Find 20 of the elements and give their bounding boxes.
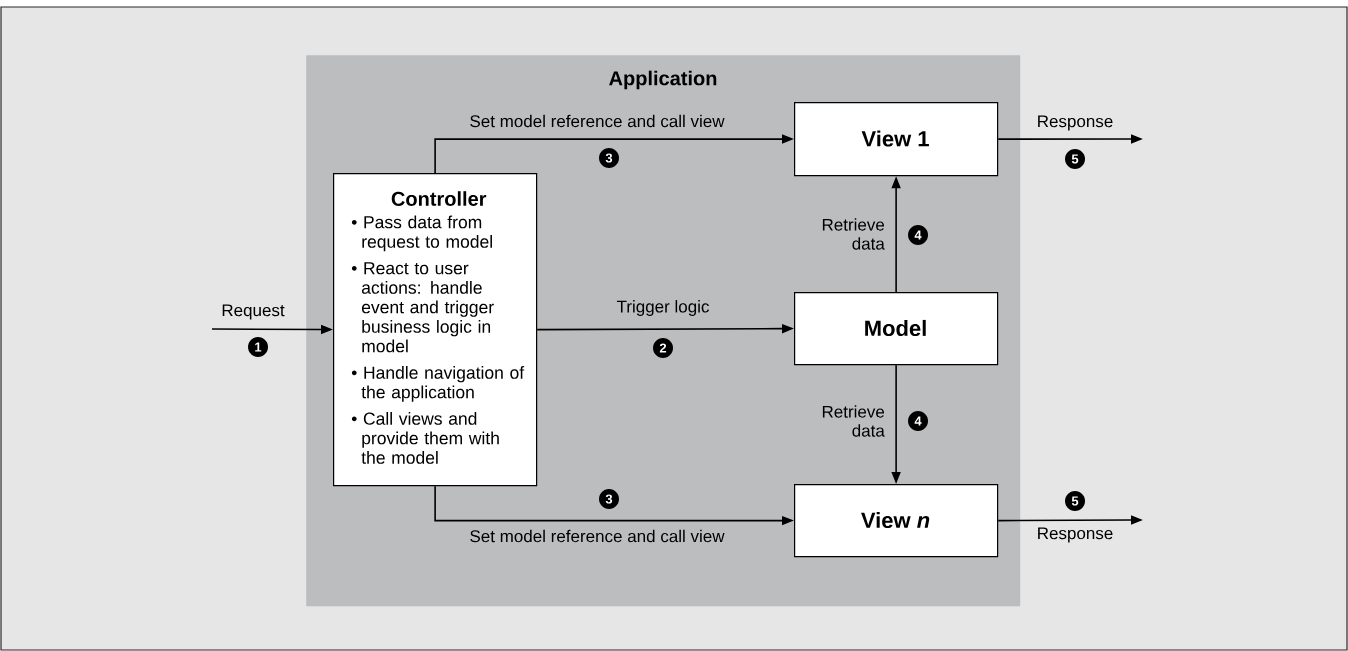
edge-label: Response	[1038, 527, 1113, 543]
callout-number: 2	[653, 338, 673, 358]
controller-box: Controller • Pass data from request to model • React to user actions: handle event and trigger business logic in model • Handle navigation of the application • Call views and provide them with the model	[333, 173, 538, 487]
edge-label: Response	[1038, 115, 1113, 131]
process-box: View 1	[794, 102, 999, 177]
process-box: View n	[794, 484, 999, 558]
callout-number: 4	[908, 411, 928, 431]
callout-number: 4	[908, 225, 928, 245]
edge-label: Retrieve data	[822, 405, 885, 437]
callout-number: 3	[599, 148, 619, 168]
edge-label: Request	[222, 304, 285, 320]
callout-number: 5	[1065, 491, 1085, 511]
edge-label: Set model reference and call view	[470, 529, 725, 543]
edge-label: Trigger logic	[616, 300, 709, 316]
edge-label: Retrieve data	[822, 218, 885, 250]
callout-number: 3	[599, 489, 619, 509]
callout-number: 5	[1065, 149, 1085, 169]
edge-label: Set model reference and call view	[470, 114, 725, 128]
process-box: Model	[794, 292, 999, 366]
callout-number: 1	[248, 337, 268, 357]
